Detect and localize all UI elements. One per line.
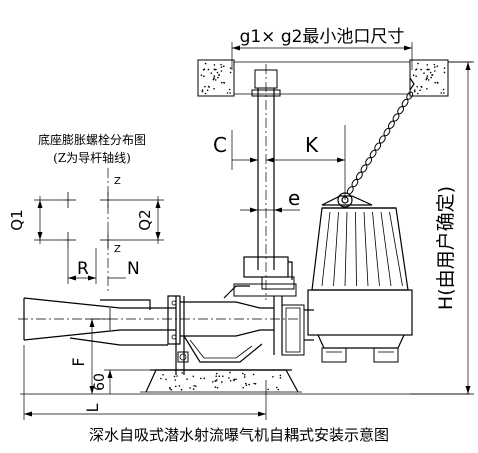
lifting-chain xyxy=(346,91,414,195)
f-dimension: F xyxy=(69,318,110,394)
bolt-layout-inset: 底座膨胀螺栓分布图 (Z为导杆轴线) Z Z Q1 Q2 xyxy=(8,132,164,292)
e-dimension: e xyxy=(240,186,300,213)
inset-r: R xyxy=(77,259,89,279)
h-dimension: H(由用户确定) xyxy=(410,61,474,395)
base-pad xyxy=(140,369,302,393)
l-dimension: L xyxy=(23,345,267,420)
e-label: e xyxy=(288,186,300,210)
top-dimension: g1× g2最小池口尺寸 xyxy=(231,27,413,70)
bolt-mark xyxy=(100,192,116,208)
bolt-mark xyxy=(60,232,76,248)
ceiling-slab-left xyxy=(197,59,235,97)
inset-z-top: Z xyxy=(114,176,121,187)
bolt-mark xyxy=(60,192,76,208)
bolt-mark xyxy=(100,232,116,248)
h60-label: 60 xyxy=(92,373,108,391)
diagram-title: 深水自吸式潜水射流曝气机自耦式安装示意图 xyxy=(89,426,389,444)
coupling-assembly xyxy=(233,256,314,356)
k-label: K xyxy=(305,133,319,157)
pump-motor xyxy=(307,195,413,363)
c-label: C xyxy=(213,133,227,157)
ejector-body xyxy=(167,285,274,363)
h-label: H(由用户确定) xyxy=(435,186,457,310)
chain-hook xyxy=(337,77,415,208)
inset-z-mid: Z xyxy=(114,244,121,255)
air-intake-riser xyxy=(175,296,189,375)
inset-q2: Q2 xyxy=(136,209,154,230)
c-dimension: C xyxy=(213,130,258,170)
inset-n: N xyxy=(127,259,140,279)
k-dimension: K xyxy=(266,125,346,200)
ceiling-slab-right xyxy=(409,59,449,97)
inset-q1: Q1 xyxy=(8,209,26,230)
jet-nozzle xyxy=(18,297,300,346)
top-dimension-label: g1× g2最小池口尺寸 xyxy=(240,27,405,47)
inset-title: 底座膨胀螺栓分布图 xyxy=(38,132,146,147)
f-label: F xyxy=(69,357,88,366)
l-label: L xyxy=(83,403,102,412)
inset-subtitle: (Z为导杆轴线) xyxy=(53,150,131,165)
h60-dimension: 60 xyxy=(92,369,160,394)
guide-rod xyxy=(251,64,281,300)
